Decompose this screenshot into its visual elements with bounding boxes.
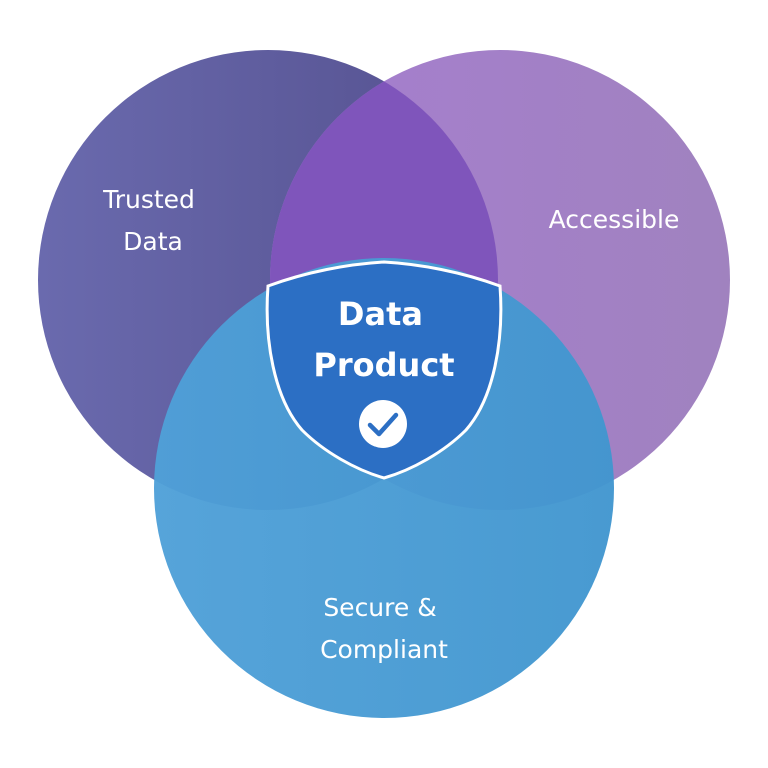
label-trusted-line-2: Data — [123, 227, 183, 256]
label-accessible: Accessible — [549, 205, 680, 234]
label-secure-line-2: Compliant — [320, 635, 448, 664]
label-accessible-line-1: Accessible — [549, 205, 680, 234]
center-shield — [265, 260, 503, 480]
circle-secure-compliant — [154, 258, 614, 718]
check-circle-icon — [359, 400, 407, 448]
label-secure-compliant: Secure & Compliant — [320, 593, 448, 664]
label-center-line-1: Data — [338, 295, 423, 333]
label-data-product: Data Product — [313, 295, 454, 384]
label-trusted-line-1: Trusted — [102, 185, 195, 214]
label-trusted-data: Trusted Data — [102, 185, 203, 256]
label-secure-line-1: Secure & — [323, 593, 436, 622]
label-center-line-2: Product — [313, 346, 454, 384]
